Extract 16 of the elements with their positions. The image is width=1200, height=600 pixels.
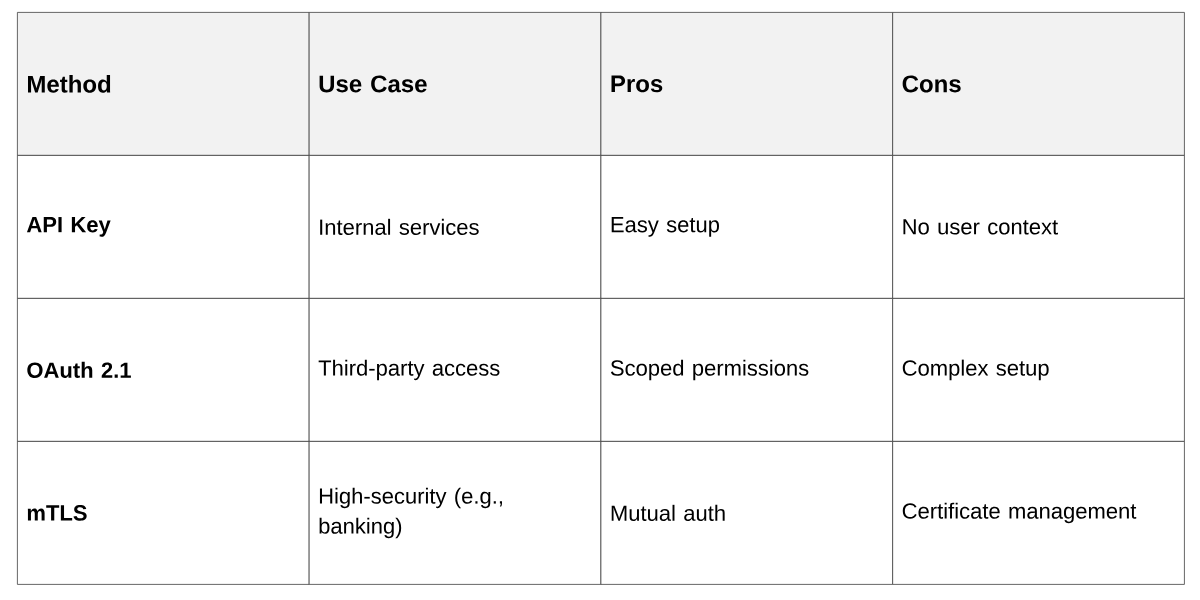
table-cell: API Key [17, 155, 310, 299]
table-cell: Scoped permissions [600, 298, 894, 442]
table-cell: Internal services [308, 155, 602, 299]
table-cell: Easy setup [600, 155, 894, 299]
header-cell: Method [17, 12, 310, 156]
table-cell: No user context [892, 155, 1185, 299]
table-cell: OAuth 2.1 [17, 298, 310, 442]
header-cell: Cons [892, 12, 1185, 156]
table-cell: Certificate management [892, 441, 1185, 585]
header-cell: Use Case [308, 12, 602, 156]
table-cell: Third-party access [308, 298, 602, 442]
table-cell: High-security (e.g., banking) [308, 441, 602, 585]
header-cell: Pros [600, 12, 894, 156]
table-cell: mTLS [17, 441, 310, 585]
table-cell: Mutual auth [600, 441, 894, 585]
table-cell: Complex setup [892, 298, 1185, 442]
